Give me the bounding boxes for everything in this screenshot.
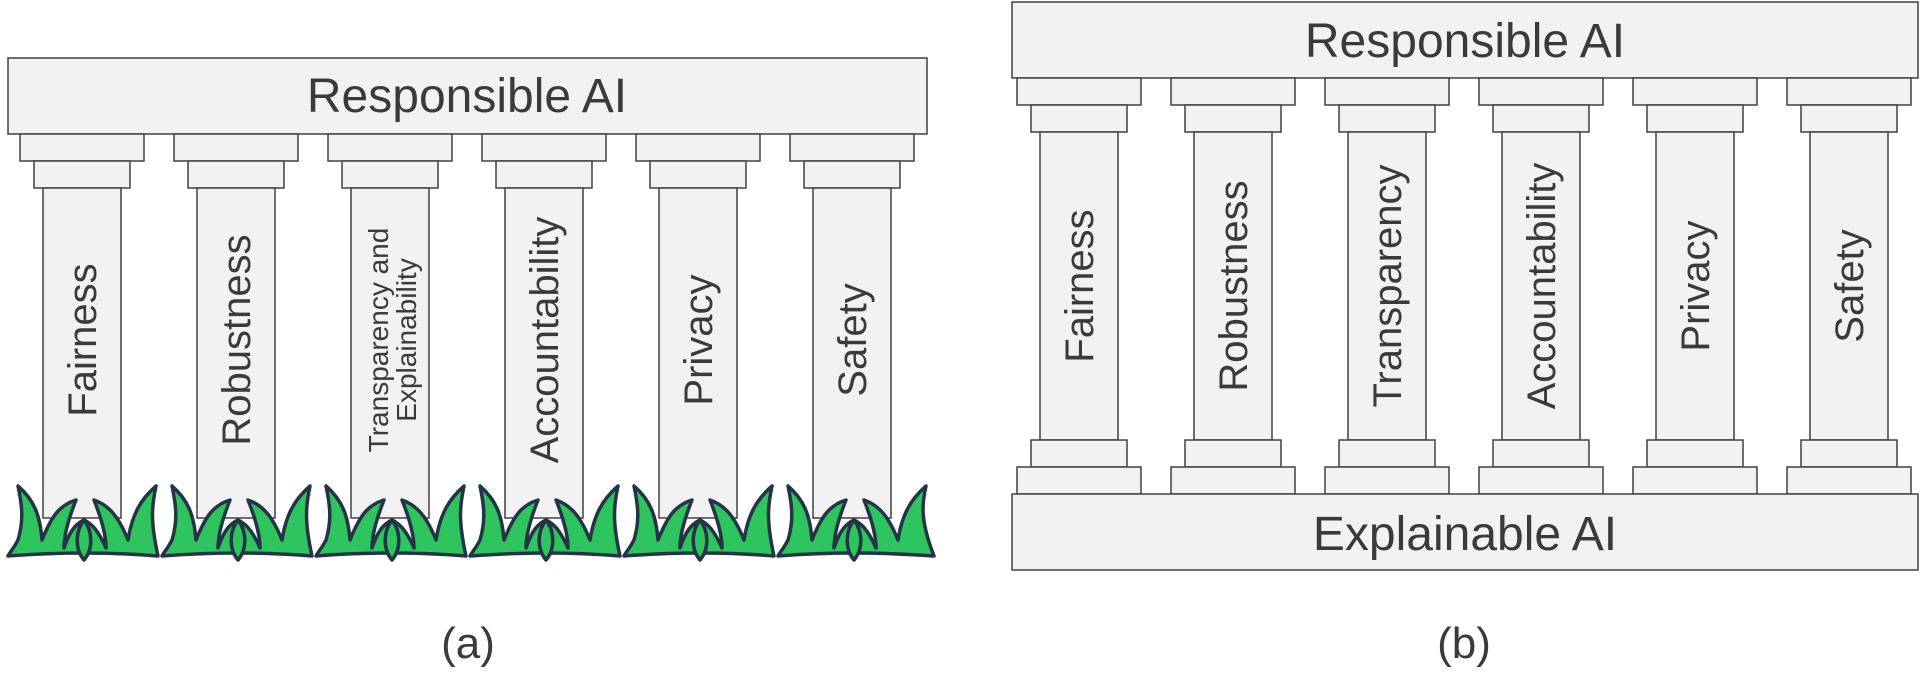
pillar-capital-top	[19, 133, 145, 162]
diagram-b-pillar-label: Safety	[1828, 229, 1872, 342]
diagram-b-pillar-label: Robustness	[1212, 180, 1256, 391]
pillar-capital-bottom	[1646, 104, 1744, 133]
diagram-a-pillar-label: Robustness	[215, 234, 259, 445]
diagram-a-pillar: Robustness	[173, 133, 299, 519]
diagram-b-roof-label: Responsible AI	[1305, 15, 1625, 68]
pillar-base-top	[1184, 439, 1282, 468]
diagram-b-caption: (b)	[1437, 619, 1491, 668]
diagram-b-pillar: Privacy	[1632, 77, 1758, 495]
diagram-a-pillar: Accountability	[481, 133, 607, 519]
diagram-a-caption: (a)	[441, 619, 495, 668]
pillar-shaft	[350, 187, 430, 519]
pillar-capital-bottom	[495, 160, 593, 189]
pillar-capital-top	[1016, 77, 1142, 106]
pillar-base-top	[1030, 439, 1128, 468]
diagram-a-pillar: Privacy	[635, 133, 761, 519]
diagram-a-pillars: Fairness Robustness Transparency andExplai…	[19, 133, 915, 519]
pillar-capital-top	[635, 133, 761, 162]
diagram-a-pillar: Fairness	[19, 133, 145, 519]
diagram-b-pillar-label: Accountability	[1520, 163, 1564, 410]
pillar-capital-bottom	[1030, 104, 1128, 133]
diagram-b-pillar-label: Transparency	[1366, 164, 1410, 407]
pillar-capital-bottom	[33, 160, 131, 189]
pillar-shaft	[504, 187, 584, 519]
pillar-capital-top	[481, 133, 607, 162]
diagram-a-roof	[7, 57, 928, 135]
pillar-capital-bottom	[649, 160, 747, 189]
diagram-a-pillar: Safety	[789, 133, 915, 519]
pillar-base-bottom	[1016, 466, 1142, 495]
diagram-b-pillar: Transparency	[1324, 77, 1450, 495]
pillar-shaft	[1501, 131, 1581, 441]
diagram-a-pillar-label: Safety	[831, 283, 875, 396]
pillar-base-bottom	[1632, 466, 1758, 495]
grass-base	[6, 484, 936, 562]
pillar-base-top	[1800, 439, 1898, 468]
diagram-b-pillar: Safety	[1786, 77, 1912, 495]
pillar-capital-bottom	[1338, 104, 1436, 133]
diagram-b-pillar-label: Fairness	[1058, 209, 1102, 362]
diagram-b-pillar-label: Privacy	[1674, 220, 1718, 351]
pillar-capital-bottom	[341, 160, 439, 189]
diagram-b-pillar: Fairness	[1016, 77, 1142, 495]
pillar-base-top	[1338, 439, 1436, 468]
pillar-shaft	[42, 187, 122, 519]
diagram-b-base	[1011, 493, 1919, 571]
pillar-shaft	[812, 187, 892, 519]
grass-blade	[537, 518, 555, 562]
pillar-capital-top	[327, 133, 453, 162]
pillar-shaft	[196, 187, 276, 519]
pillar-base-bottom	[1324, 466, 1450, 495]
pillar-base-bottom	[1786, 466, 1912, 495]
pillar-capital-bottom	[803, 160, 901, 189]
pillar-capital-top	[1324, 77, 1450, 106]
diagram-a-pillar-label: Privacy	[677, 274, 721, 405]
pillar-base-top	[1646, 439, 1744, 468]
diagram-b-pillar: Robustness	[1170, 77, 1296, 495]
diagram-b-pillars: Fairness Robustness Transparency Accountabi…	[1016, 77, 1912, 495]
diagram-b-pillar: Accountability	[1478, 77, 1604, 495]
diagram-a-pillar-label: Accountability	[523, 217, 567, 464]
pillar-shaft	[1193, 131, 1273, 441]
diagram-a: Responsible AI Fairness Robustness Transpa…	[6, 57, 936, 668]
pillar-shaft	[658, 187, 738, 519]
pillar-shaft	[1809, 131, 1889, 441]
pillar-capital-top	[173, 133, 299, 162]
pillar-capital-top	[1632, 77, 1758, 106]
pillar-base-top	[1492, 439, 1590, 468]
grass-blade	[75, 518, 93, 562]
diagram-a-pillar-label-line-2: Explainability	[391, 258, 422, 421]
diagram-a-pillar-label: Fairness	[61, 263, 105, 416]
diagram-b-base-label: Explainable AI	[1313, 508, 1617, 561]
pillar-capital-top	[1786, 77, 1912, 106]
diagram-b-roof	[1011, 1, 1919, 79]
pillar-capital-top	[789, 133, 915, 162]
pillar-capital-bottom	[1184, 104, 1282, 133]
diagram-a-roof-label: Responsible AI	[307, 70, 627, 123]
grass-blade	[383, 518, 401, 562]
pillar-capital-bottom	[187, 160, 285, 189]
pillar-capital-top	[1478, 77, 1604, 106]
grass-blade	[229, 518, 247, 562]
grass-blade	[691, 518, 709, 562]
pillar-capital-top	[1170, 77, 1296, 106]
diagram-b: Responsible AI Fairness Robustness Transpa…	[1011, 1, 1919, 668]
pillar-capital-bottom	[1800, 104, 1898, 133]
pillar-shaft	[1347, 131, 1427, 441]
pillar-base-bottom	[1478, 466, 1604, 495]
pillar-base-bottom	[1170, 466, 1296, 495]
grass-blade	[845, 518, 863, 562]
pillar-capital-bottom	[1492, 104, 1590, 133]
grass-tuft	[776, 484, 936, 558]
diagram-a-pillar-label: Transparency and	[363, 228, 394, 453]
pillar-shaft	[1655, 131, 1735, 441]
